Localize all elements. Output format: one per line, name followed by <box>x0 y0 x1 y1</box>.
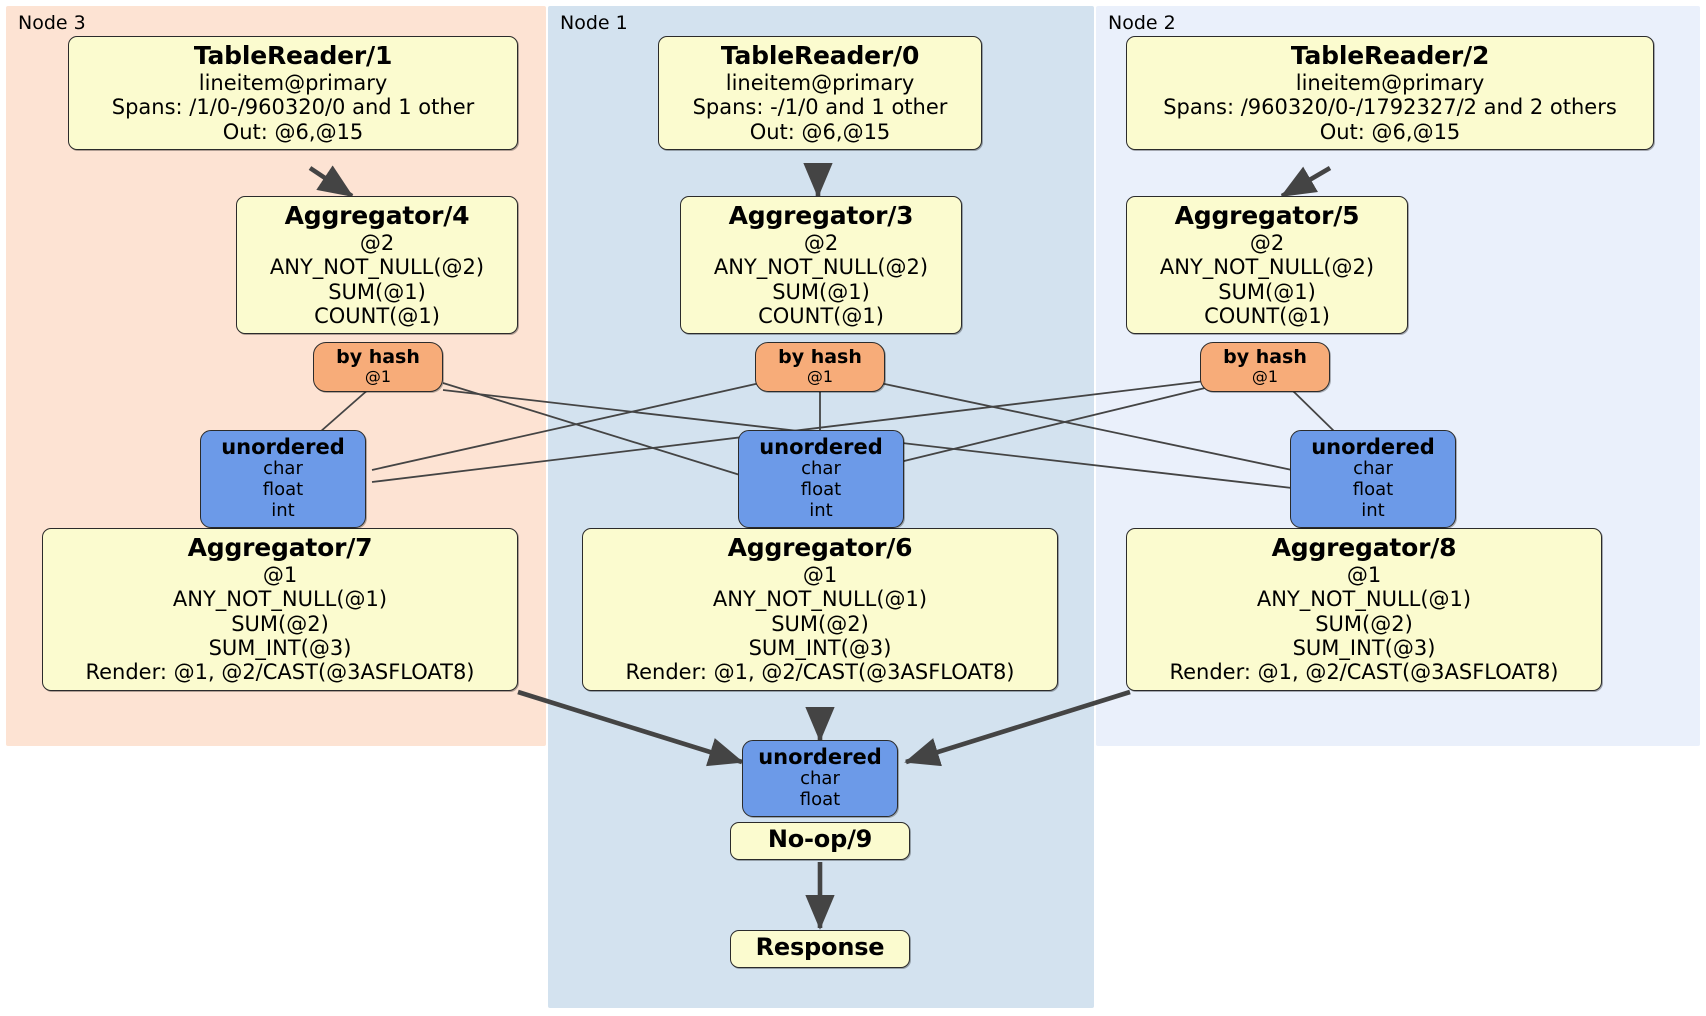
synchronizer-unordered-center[interactable]: unordered char float int <box>738 430 904 528</box>
node-detail: Render: @1, @2/CAST(@3ASFLOAT8) <box>85 660 475 685</box>
node-detail: ANY_NOT_NULL(@2) <box>1159 255 1375 280</box>
sync-detail: char <box>800 768 840 790</box>
sync-detail: float <box>799 789 841 811</box>
sync-detail: char <box>263 458 303 480</box>
node-detail: @1 <box>802 563 838 587</box>
node-detail: ANY_NOT_NULL(@2) <box>713 255 929 280</box>
processor-tablereader-2[interactable]: TableReader/2 lineitem@primary Spans: /9… <box>1126 36 1654 151</box>
node-title: Aggregator/3 <box>728 201 914 230</box>
node-detail: Spans: /960320/0-/1792327/2 and 2 others <box>1163 95 1617 120</box>
node-group-label: Node 1 <box>560 12 628 34</box>
node-detail: COUNT(@1) <box>1204 304 1330 329</box>
router-detail: @1 <box>364 367 392 387</box>
node-title: Aggregator/7 <box>187 533 373 562</box>
node-title: Aggregator/8 <box>1271 533 1457 562</box>
processor-aggregator-8[interactable]: Aggregator/8 @1 ANY_NOT_NULL(@1) SUM(@2)… <box>1126 528 1602 691</box>
node-detail: SUM_INT(@3) <box>1292 636 1436 661</box>
router-title: by hash <box>1223 346 1307 368</box>
router-title: by hash <box>336 346 420 368</box>
sync-title: unordered <box>758 745 882 769</box>
node-detail: Spans: -/1/0 and 1 other <box>692 95 948 120</box>
node-detail: SUM_INT(@3) <box>208 636 352 661</box>
processor-aggregator-4[interactable]: Aggregator/4 @2 ANY_NOT_NULL(@2) SUM(@1)… <box>236 196 518 335</box>
node-detail: COUNT(@1) <box>758 304 884 329</box>
node-detail: SUM_INT(@3) <box>748 636 892 661</box>
node-group-label: Node 3 <box>18 12 86 34</box>
node-detail: Out: @6,@15 <box>222 119 364 144</box>
sync-detail: float <box>800 479 842 501</box>
router-detail: @1 <box>1251 367 1279 387</box>
node-detail: SUM(@2) <box>231 611 329 636</box>
node-title: Aggregator/5 <box>1174 201 1360 230</box>
router-by-hash-right[interactable]: by hash @1 <box>1200 342 1330 392</box>
node-detail: SUM(@1) <box>328 279 426 304</box>
node-title: TableReader/1 <box>193 41 393 70</box>
node-title: Response <box>755 933 885 961</box>
synchronizer-unordered-final[interactable]: unordered char float <box>742 740 898 818</box>
sync-detail: int <box>271 500 295 522</box>
sync-title: unordered <box>1311 435 1435 459</box>
node-detail: lineitem@primary <box>725 71 915 95</box>
node-detail: lineitem@primary <box>1295 71 1485 95</box>
node-detail: lineitem@primary <box>198 71 388 95</box>
synchronizer-unordered-right[interactable]: unordered char float int <box>1290 430 1456 528</box>
node-detail: Out: @6,@15 <box>749 119 891 144</box>
processor-aggregator-7[interactable]: Aggregator/7 @1 ANY_NOT_NULL(@1) SUM(@2)… <box>42 528 518 691</box>
router-title: by hash <box>778 346 862 368</box>
synchronizer-unordered-left[interactable]: unordered char float int <box>200 430 366 528</box>
node-detail: SUM(@1) <box>772 279 870 304</box>
node-detail: @2 <box>359 231 395 255</box>
node-detail: @2 <box>1249 231 1285 255</box>
router-by-hash-center[interactable]: by hash @1 <box>755 342 885 392</box>
node-detail: @1 <box>1346 563 1382 587</box>
node-detail: ANY_NOT_NULL(@2) <box>269 255 485 280</box>
node-detail: Render: @1, @2/CAST(@3ASFLOAT8) <box>625 660 1015 685</box>
processor-aggregator-5[interactable]: Aggregator/5 @2 ANY_NOT_NULL(@2) SUM(@1)… <box>1126 196 1408 335</box>
node-detail: Spans: /1/0-/960320/0 and 1 other <box>111 95 475 120</box>
node-detail: @1 <box>262 563 298 587</box>
sync-title: unordered <box>759 435 883 459</box>
node-detail: ANY_NOT_NULL(@1) <box>172 587 388 612</box>
node-detail: Render: @1, @2/CAST(@3ASFLOAT8) <box>1169 660 1559 685</box>
node-detail: SUM(@1) <box>1218 279 1316 304</box>
node-title: Aggregator/4 <box>284 201 470 230</box>
sync-detail: int <box>809 500 833 522</box>
sync-detail: int <box>1361 500 1385 522</box>
processor-tablereader-1[interactable]: TableReader/1 lineitem@primary Spans: /1… <box>68 36 518 151</box>
sync-detail: char <box>1353 458 1393 480</box>
node-title: TableReader/0 <box>720 41 920 70</box>
processor-tablereader-0[interactable]: TableReader/0 lineitem@primary Spans: -/… <box>658 36 982 151</box>
router-by-hash-left[interactable]: by hash @1 <box>313 342 443 392</box>
sync-detail: float <box>1352 479 1394 501</box>
node-title: No-op/9 <box>767 825 873 853</box>
node-title: Aggregator/6 <box>727 533 913 562</box>
processor-no-op-9[interactable]: No-op/9 <box>730 822 910 860</box>
sync-detail: char <box>801 458 841 480</box>
node-detail: ANY_NOT_NULL(@1) <box>712 587 928 612</box>
node-group-label: Node 2 <box>1108 12 1176 34</box>
node-detail: SUM(@2) <box>1315 611 1413 636</box>
node-title: TableReader/2 <box>1290 41 1490 70</box>
sync-detail: float <box>262 479 304 501</box>
sync-title: unordered <box>221 435 345 459</box>
processor-response[interactable]: Response <box>730 930 910 968</box>
processor-aggregator-3[interactable]: Aggregator/3 @2 ANY_NOT_NULL(@2) SUM(@1)… <box>680 196 962 335</box>
processor-aggregator-6[interactable]: Aggregator/6 @1 ANY_NOT_NULL(@1) SUM(@2)… <box>582 528 1058 691</box>
node-detail: Out: @6,@15 <box>1319 119 1461 144</box>
node-detail: SUM(@2) <box>771 611 869 636</box>
node-detail: @2 <box>803 231 839 255</box>
node-detail: COUNT(@1) <box>314 304 440 329</box>
router-detail: @1 <box>806 367 834 387</box>
node-detail: ANY_NOT_NULL(@1) <box>1256 587 1472 612</box>
